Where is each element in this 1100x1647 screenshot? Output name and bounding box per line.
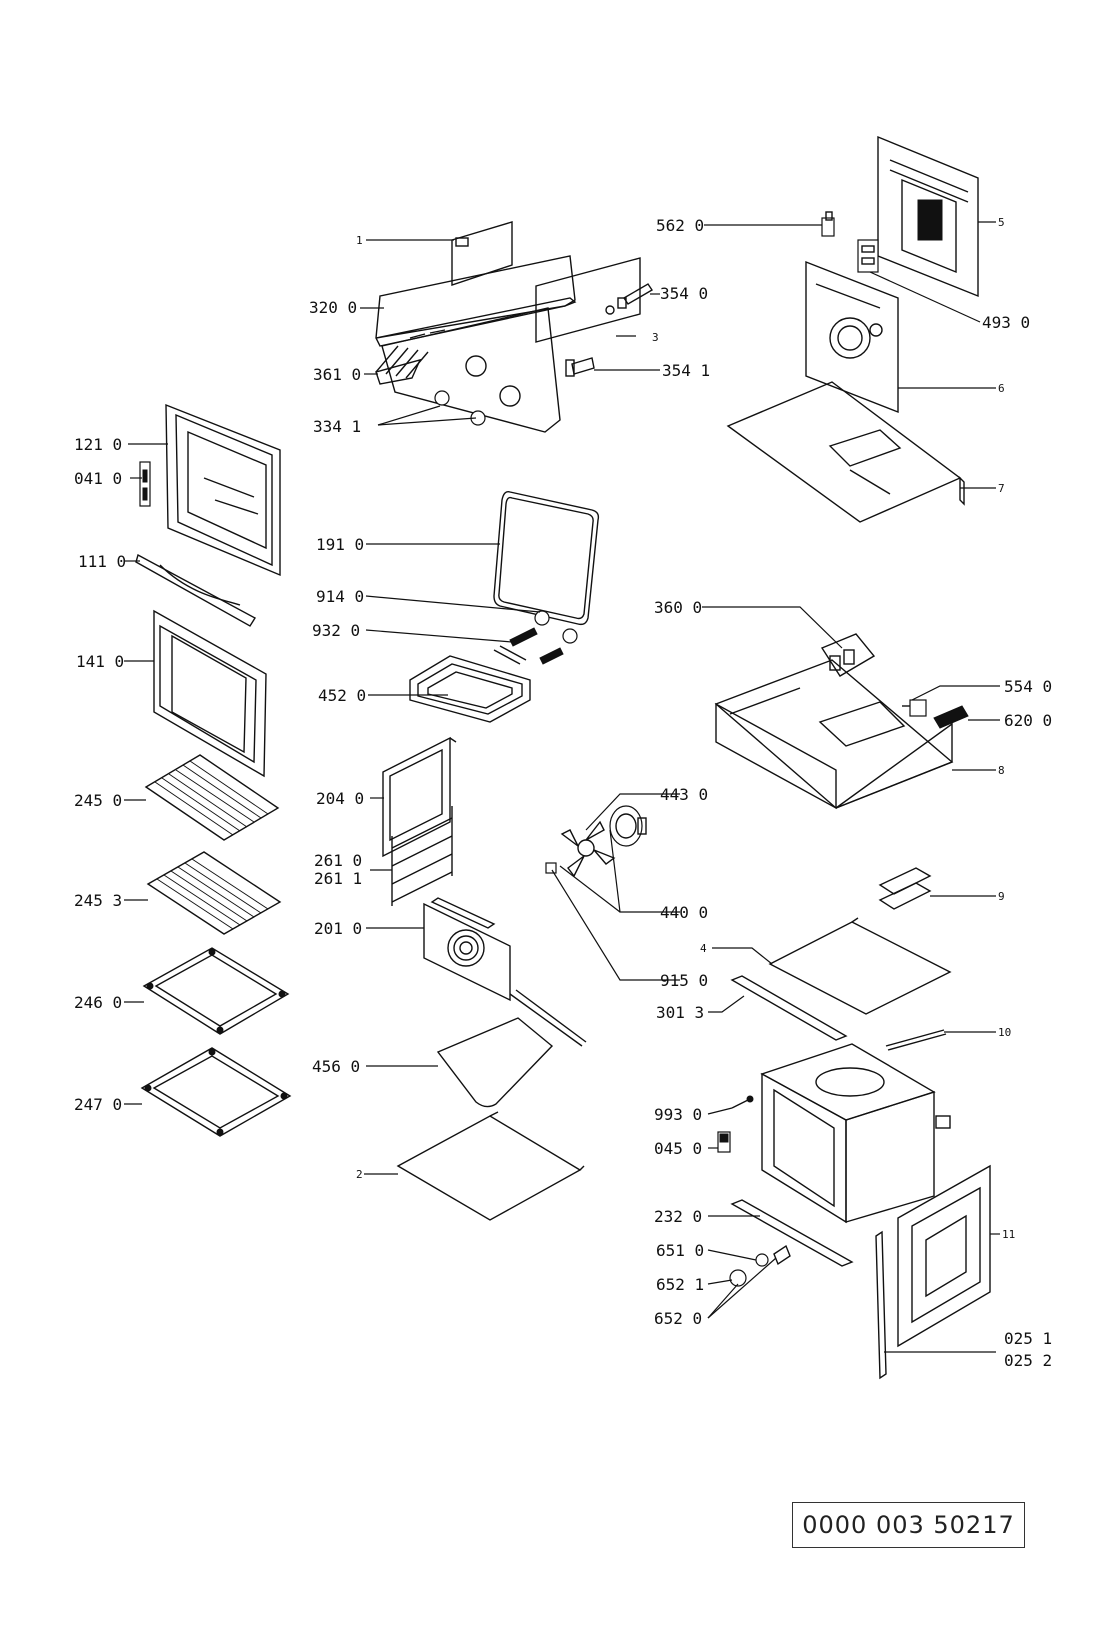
pin-354-1-part <box>565 357 595 377</box>
grid-shelf-245-0-part <box>144 754 280 841</box>
pin-354-0-part <box>623 283 653 305</box>
label-554-0: 554 0 <box>1004 677 1052 696</box>
spring-932-part <box>509 627 564 665</box>
label-440-0: 440 0 <box>660 903 708 922</box>
knob-spindles-part <box>375 345 429 385</box>
strip-232-part <box>730 1199 854 1267</box>
label-9: 9 <box>998 890 1005 903</box>
label-320-0: 320 0 <box>309 298 357 317</box>
label-1: 1 <box>356 234 363 247</box>
transformer-493-part <box>857 239 879 273</box>
catch-045-part <box>717 1131 731 1153</box>
label-361-0: 361 0 <box>313 365 361 384</box>
label-354-1: 354 1 <box>662 361 710 380</box>
back-panel-5-part <box>877 135 979 298</box>
label-7: 7 <box>998 482 1005 495</box>
label-041-0: 041 0 <box>74 469 122 488</box>
control-panel-front-part <box>375 221 641 433</box>
label-247-0: 247 0 <box>74 1095 122 1114</box>
fan-housing-6-part <box>805 260 899 414</box>
nut-915-part <box>545 862 557 874</box>
label-121-0: 121 0 <box>74 435 122 454</box>
component-620-part <box>933 705 969 729</box>
document-number: 0000 003 50217 <box>792 1502 1025 1548</box>
seal-191-part <box>493 490 600 626</box>
label-4: 4 <box>700 942 707 955</box>
label-261-0: 261 0 <box>314 851 362 870</box>
label-5: 5 <box>998 216 1005 229</box>
side-frame-11-part <box>897 1164 991 1348</box>
terminal-block-360-part <box>820 633 876 677</box>
label-452-0: 452 0 <box>318 686 366 705</box>
label-993-0: 993 0 <box>654 1105 702 1124</box>
label-025-1: 025 1 <box>1004 1329 1052 1348</box>
leader-lines <box>124 221 1000 1353</box>
label-2: 2 <box>356 1168 363 1181</box>
heating-element-452-part <box>409 645 531 723</box>
label-562-0: 562 0 <box>656 216 704 235</box>
micro-switch-562-part <box>821 211 835 237</box>
bottom-panel-2-part <box>396 1111 585 1221</box>
label-3: 3 <box>652 331 659 344</box>
label-932-0: 932 0 <box>312 621 360 640</box>
part-labels: 1 320 0 361 0 334 1 3 354 0 354 1 562 0 … <box>74 216 1052 1370</box>
label-354-0: 354 0 <box>660 284 708 303</box>
relay-554-part <box>902 699 927 717</box>
baking-tray-246-part <box>142 947 290 1035</box>
label-141-0: 141 0 <box>76 652 124 671</box>
knobs-334-part <box>434 390 486 426</box>
hinge-041-part <box>139 461 151 507</box>
label-10: 10 <box>998 1026 1011 1039</box>
door-glass-141-part <box>153 609 267 778</box>
label-652-1: 652 1 <box>656 1275 704 1294</box>
label-201-0: 201 0 <box>314 919 362 938</box>
label-261-1: 261 1 <box>314 869 362 888</box>
label-334-1: 334 1 <box>313 417 361 436</box>
shelf-supports-261-part <box>391 806 453 906</box>
top-panel-7-part <box>726 381 965 523</box>
label-915-0: 915 0 <box>660 971 708 990</box>
bottom-plate-4-part <box>768 917 952 1015</box>
fan-blade-440-part <box>560 820 616 878</box>
rail-9-part <box>878 867 932 910</box>
door-handle-111-part <box>135 553 256 627</box>
label-456-0: 456 0 <box>312 1057 360 1076</box>
label-245-3: 245 3 <box>74 891 122 910</box>
label-620-0: 620 0 <box>1004 711 1052 730</box>
side-panel-204-part <box>382 736 457 858</box>
door-frame-121-part <box>165 403 281 577</box>
label-8: 8 <box>998 764 1005 777</box>
label-652-0: 652 0 <box>654 1309 702 1328</box>
label-493-0: 493 0 <box>982 313 1030 332</box>
strip-10-part <box>885 1029 947 1051</box>
rotisserie-456-part <box>436 989 587 1108</box>
label-360-0: 360 0 <box>654 598 702 617</box>
label-191-0: 191 0 <box>316 535 364 554</box>
label-301-3: 301 3 <box>656 1003 704 1022</box>
label-11: 11 <box>1002 1228 1015 1241</box>
label-914-0: 914 0 <box>316 587 364 606</box>
label-246-0: 246 0 <box>74 993 122 1012</box>
oven-cavity-part <box>760 1043 951 1224</box>
fan-motor-443-part <box>609 805 647 847</box>
label-204-0: 204 0 <box>316 789 364 808</box>
label-651-0: 651 0 <box>656 1241 704 1260</box>
label-443-0: 443 0 <box>660 785 708 804</box>
drip-tray-247-part <box>140 1047 292 1137</box>
rail-025-part <box>875 1230 887 1380</box>
label-245-0: 245 0 <box>74 791 122 810</box>
strip-301-part <box>730 975 848 1041</box>
label-111-0: 111 0 <box>78 552 126 571</box>
label-232-0: 232 0 <box>654 1207 702 1226</box>
grid-shelf-245-3-part <box>146 851 282 935</box>
nut-914-part <box>534 610 578 644</box>
lamp-parts-651-652-part <box>729 1244 791 1287</box>
screw-993-part <box>731 1095 754 1109</box>
label-6: 6 <box>998 382 1005 395</box>
fan-cover-201-part <box>423 897 511 1002</box>
label-025-2: 025 2 <box>1004 1351 1052 1370</box>
control-tray-8-part <box>714 659 954 810</box>
label-045-0: 045 0 <box>654 1139 702 1158</box>
